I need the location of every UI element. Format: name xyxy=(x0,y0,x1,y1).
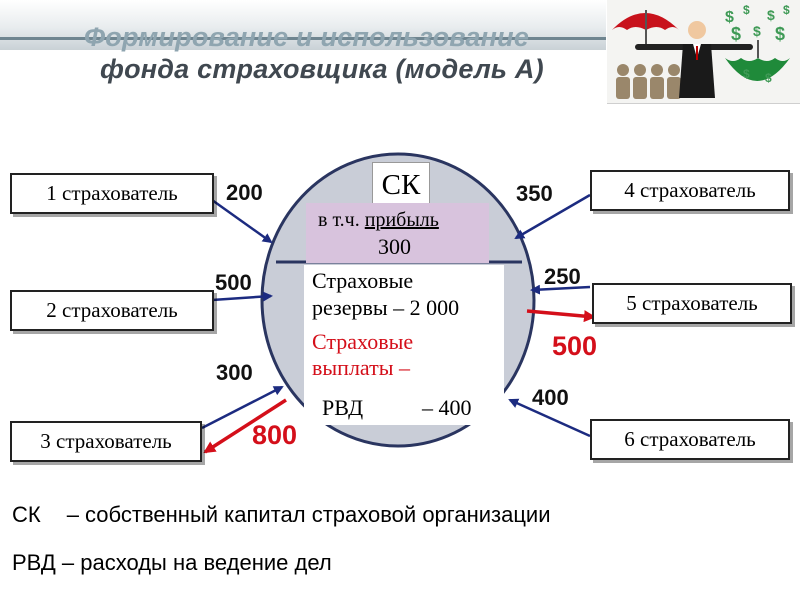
ck-box: СК xyxy=(372,162,430,208)
insurer-box-6: 6 страхователь xyxy=(590,419,790,460)
svg-text:$: $ xyxy=(725,9,734,26)
premium-arrow-1 xyxy=(211,198,273,244)
legend-rvd-abbr: РВД xyxy=(12,550,56,575)
insurer-box-5: 5 страхователь xyxy=(592,283,792,324)
reserves-label-line-1: Страховые xyxy=(312,268,414,293)
premium-value-6: 400 xyxy=(532,385,569,410)
premium-value-4: 350 xyxy=(516,181,553,206)
premium-arrow-2 xyxy=(211,291,273,302)
profit-prefix: в т.ч. xyxy=(318,209,365,231)
insurer-box-2: 2 страхователь xyxy=(10,290,214,331)
premium-arrow-6 xyxy=(508,398,591,438)
legend-rvd-text: – расходы на ведение дел xyxy=(61,550,332,575)
reserves-label-line-2: резервы – 2 000 xyxy=(312,295,460,320)
profit-box: в т.ч. прибыль 300 xyxy=(306,203,489,263)
profit-value: 300 xyxy=(378,234,411,259)
header-band xyxy=(0,0,606,50)
payout-value-3: 800 xyxy=(252,420,298,450)
premium-arrow-5 xyxy=(530,284,591,295)
premium-arrow-4 xyxy=(514,193,591,240)
premium-arrow-3 xyxy=(201,385,284,430)
legend-ck: СК – собственный капитал страховой органи… xyxy=(12,502,551,528)
insurer-box-1: 1 страхователь xyxy=(10,173,214,214)
header-rule xyxy=(0,37,606,40)
svg-text:$: $ xyxy=(753,23,761,39)
profit-word: прибыль xyxy=(364,209,439,231)
rvd-value: – 400 xyxy=(422,395,472,420)
legend-rvd: РВД – расходы на ведение дел xyxy=(12,550,332,576)
payout-value-5: 500 xyxy=(552,331,598,361)
svg-text:$: $ xyxy=(775,24,785,44)
svg-text:$: $ xyxy=(767,7,775,23)
svg-text:$: $ xyxy=(783,3,790,17)
svg-text:$: $ xyxy=(743,67,750,81)
legend-ck-abbr: СК xyxy=(12,502,41,527)
umbrella-people-dollar-icon: $ $ $ $ $ $ $ $ $ xyxy=(607,0,800,104)
payouts-label-line-1: Страховые xyxy=(312,329,414,354)
svg-text:$: $ xyxy=(765,71,772,85)
svg-text:$: $ xyxy=(731,24,741,44)
slide-title-line-2: фонда страховщика (модель А) xyxy=(100,54,544,84)
slide-title-line-1: Формирование и использование xyxy=(84,22,530,52)
insurer-box-4: 4 страхователь xyxy=(590,170,790,211)
payouts-label-line-2: выплаты – xyxy=(312,355,411,380)
premium-value-2: 500 xyxy=(215,270,252,295)
payout-arrow-3 xyxy=(203,398,287,454)
illustration-graphic: $ $ $ $ $ $ $ $ $ xyxy=(612,3,790,99)
premium-value-5: 250 xyxy=(544,264,581,289)
insurer-box-3: 3 страхователь xyxy=(10,421,202,462)
rvd-label: РВД xyxy=(322,395,364,420)
reserves-box: Страховые резервы – 2 000 Страховые выпл… xyxy=(304,265,504,425)
profit-label: в т.ч. прибыль xyxy=(318,209,439,232)
premium-value-1: 200 xyxy=(226,180,263,205)
payout-arrow-5 xyxy=(526,309,596,323)
svg-text:$: $ xyxy=(743,3,750,17)
legend-ck-text: – собственный капитал страховой организа… xyxy=(66,502,551,527)
premium-value-3: 300 xyxy=(216,360,253,385)
